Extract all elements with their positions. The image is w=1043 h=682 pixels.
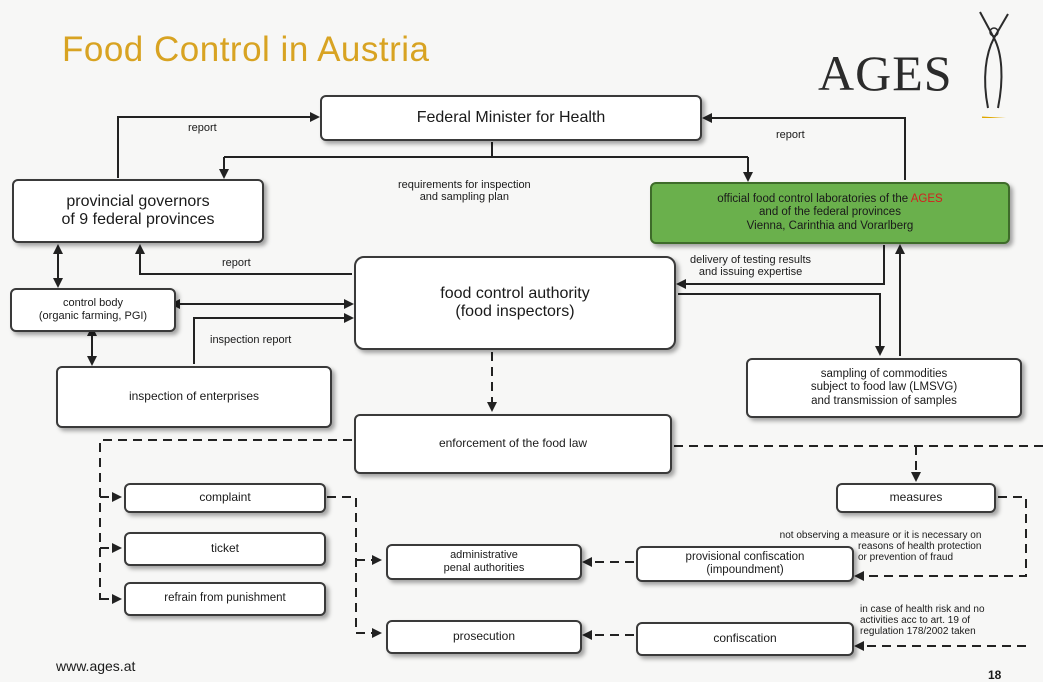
requirements-line-2: and sampling plan (419, 191, 509, 204)
delivery-line-2: and issuing expertise (698, 266, 803, 279)
slide-title: Food Control in Austria (62, 30, 430, 69)
page-number: 18 (988, 668, 1002, 682)
requirements-line-1: requirements for inspection (398, 179, 531, 191)
inspection-label: inspection of enterprises (128, 389, 260, 404)
footer-url[interactable]: www.ages.at (56, 658, 136, 674)
measures-label: measures (889, 490, 943, 505)
ages-logo: AGES (818, 45, 953, 101)
provisional-confiscation-box: provisional confiscation (impoundment) (636, 546, 854, 582)
inspection-report-label: inspection report (210, 334, 292, 346)
official-labs-box: official food control laboratories of th… (650, 182, 1010, 244)
labs-ages-text: AGES (910, 193, 943, 206)
labs-line-1-text: official food control laboratories of th… (717, 193, 911, 206)
provisional-line-1: provisional confiscation (685, 550, 805, 563)
authority-line-1: food control authority (440, 284, 590, 302)
complaint-box: complaint (124, 483, 326, 513)
refrain-box: refrain from punishment (124, 582, 326, 616)
enforcement-label: enforcement of the food law (438, 436, 588, 451)
ages-logo-figure-icon (979, 11, 1009, 118)
authority-line-2: (food inspectors) (455, 303, 575, 320)
health-risk-line-1: in case of health risk and no (860, 604, 985, 615)
measures-box: measures (836, 483, 996, 513)
control-body-line-1: control body (63, 297, 123, 310)
complaint-label: complaint (199, 490, 251, 505)
governors-line-2: of 9 federal provinces (61, 211, 215, 228)
requirements-label: requirements for inspection and sampling… (398, 179, 531, 203)
food-control-authority-box: food control authority (food inspectors) (354, 256, 676, 350)
federal-minister-label: Federal Minister for Health (416, 108, 606, 126)
labs-line-1: official food control laboratories of th… (717, 193, 942, 206)
control-body-line-2: (organic farming, PGI) (38, 310, 148, 322)
provisional-line-2: (impoundment) (706, 564, 784, 576)
labs-line-3: Vienna, Carinthia and Vorarlberg (746, 219, 914, 232)
report-left-label: report (188, 122, 217, 134)
report-right-label: report (776, 129, 805, 141)
sampling-line-3: and transmission of samples (811, 394, 957, 407)
control-body-box: control body (organic farming, PGI) (10, 288, 176, 332)
inspection-of-enterprises-box: inspection of enterprises (56, 366, 332, 428)
not-observing-line-2: reasons of health protection (858, 541, 982, 552)
confiscation-box: confiscation (636, 622, 854, 656)
administrative-penal-box: administrative penal authorities (386, 544, 582, 580)
governors-line-1: provincial governors (66, 192, 210, 210)
confiscation-label: confiscation (713, 631, 777, 646)
enforcement-box: enforcement of the food law (354, 414, 672, 474)
provincial-governors-box: provincial governors of 9 federal provin… (12, 179, 264, 243)
not-observing-label: not observing a measure or it is necessa… (738, 530, 982, 563)
ticket-label: ticket (210, 541, 239, 556)
sampling-line-2: subject to food law (LMSVG) (810, 381, 958, 394)
admin-line-2: penal authorities (443, 562, 525, 574)
prosecution-box: prosecution (386, 620, 582, 654)
health-risk-line-3: regulation 178/2002 taken (860, 626, 976, 637)
health-risk-label: in case of health risk and no activities… (860, 604, 985, 637)
sampling-box: sampling of commodities subject to food … (746, 358, 1022, 418)
delivery-label: delivery of testing results and issuing … (690, 254, 811, 278)
not-observing-line-1: not observing a measure or it is necessa… (779, 530, 982, 541)
labs-line-2: and of the federal provinces (759, 206, 901, 219)
refrain-label: refrain from punishment (164, 592, 286, 605)
prosecution-label: prosecution (452, 629, 516, 644)
not-observing-line-3: or prevention of fraud (858, 552, 954, 563)
report-mid-label: report (222, 257, 251, 269)
health-risk-line-2: activities acc to art. 19 of (860, 615, 971, 626)
ticket-box: ticket (124, 532, 326, 566)
delivery-line-1: delivery of testing results (690, 254, 812, 266)
admin-line-1: administrative (450, 549, 518, 562)
sampling-line-1: sampling of commodities (820, 368, 948, 381)
federal-minister-box: Federal Minister for Health (320, 95, 702, 141)
